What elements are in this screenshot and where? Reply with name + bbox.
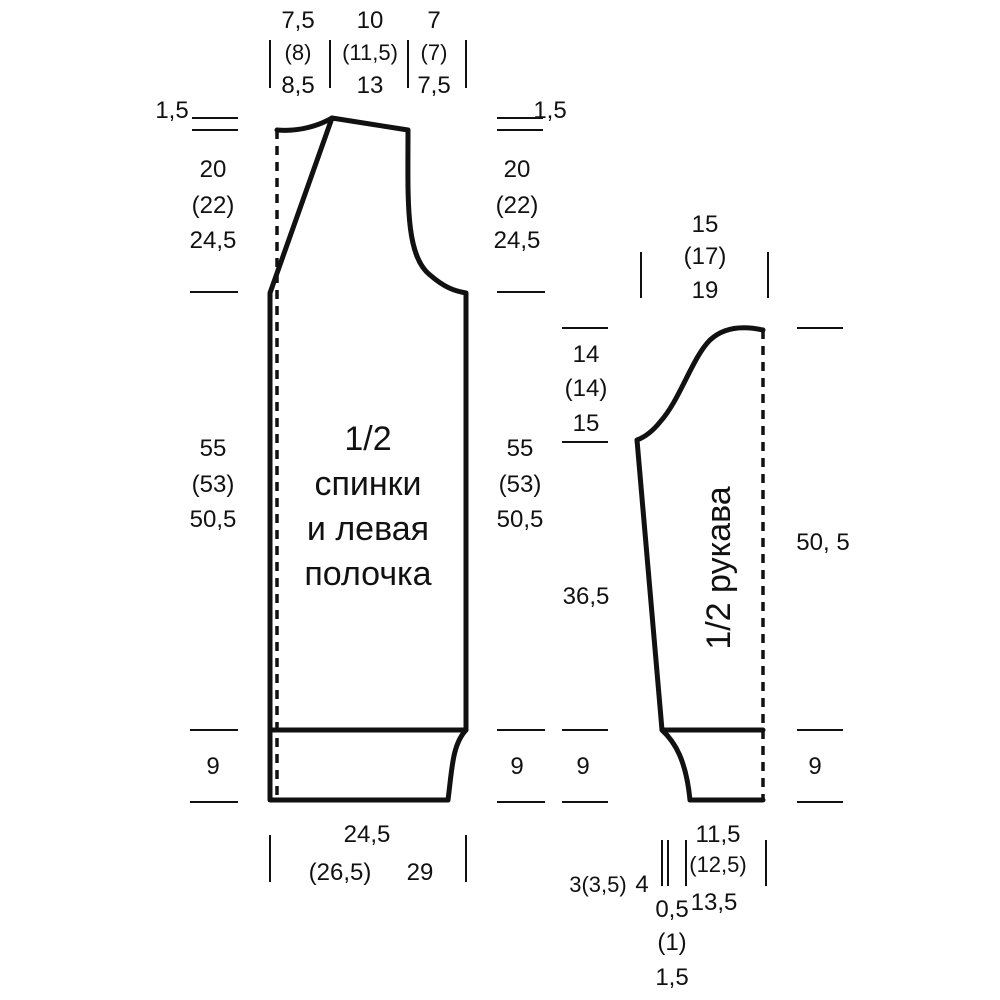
sleeve-bottom-width: 11,5 (12,5) 13,5	[689, 821, 746, 916]
svg-text:7,5: 7,5	[417, 72, 450, 99]
svg-text:0,5: 0,5	[655, 896, 688, 923]
top-width-center: 10 (11,5) 13	[342, 7, 398, 99]
svg-text:(22): (22)	[192, 192, 235, 219]
svg-text:(53): (53)	[192, 471, 235, 498]
sleeve-cap-height: 14 (14) 15	[565, 341, 608, 437]
svg-text:15: 15	[573, 410, 600, 437]
shoulder-drop-left: 1,5	[155, 97, 188, 124]
svg-text:13: 13	[357, 72, 384, 99]
svg-text:(22): (22)	[496, 192, 539, 219]
svg-text:(53): (53)	[499, 471, 542, 498]
svg-text:29: 29	[407, 859, 434, 886]
svg-text:и левая: и левая	[307, 510, 429, 548]
sleeve-rib-right: 9	[808, 753, 821, 780]
svg-text:20: 20	[200, 156, 227, 183]
svg-text:24,5: 24,5	[494, 227, 541, 254]
sleeve-bottom-left: 3(3,5) 4	[569, 871, 648, 898]
svg-text:20: 20	[504, 156, 531, 183]
svg-text:7: 7	[427, 7, 440, 34]
svg-text:1,5: 1,5	[655, 964, 688, 991]
svg-text:24,5: 24,5	[344, 821, 391, 848]
svg-text:(17): (17)	[684, 243, 727, 270]
svg-text:14: 14	[573, 341, 600, 368]
svg-text:50,5: 50,5	[497, 506, 544, 533]
body-outline	[267, 115, 469, 803]
svg-text:спинки: спинки	[314, 465, 421, 503]
svg-text:10: 10	[357, 7, 384, 34]
back-neckline	[274, 115, 335, 133]
top-width-left: 7,5 (8) 8,5	[281, 7, 314, 99]
svg-text:7,5: 7,5	[281, 7, 314, 34]
svg-text:3(3,5): 3(3,5)	[569, 872, 626, 897]
shoulder-drop-right: 1,5	[533, 97, 566, 124]
svg-text:(11,5): (11,5)	[342, 40, 398, 65]
svg-text:8,5: 8,5	[281, 72, 314, 99]
svg-text:24,5: 24,5	[190, 227, 237, 254]
sleeve-side-length: 36,5	[563, 583, 610, 610]
svg-text:1/2: 1/2	[344, 420, 391, 458]
sleeve-top-width: 15 (17) 19	[684, 211, 727, 304]
armhole-right: 20 (22) 24,5	[494, 156, 541, 254]
bottom-width: 24,5 (26,5) 29	[309, 821, 434, 886]
svg-text:(7): (7)	[421, 40, 448, 65]
sleeve-title: 1/2 рукава	[700, 486, 738, 649]
sleeve-bottom-small: 0,5 (1) 1,5	[655, 896, 688, 991]
rib-height-right: 9	[510, 753, 523, 780]
sleeve-rib-left: 9	[576, 753, 589, 780]
svg-text:55: 55	[507, 435, 534, 462]
svg-text:(1): (1)	[657, 929, 686, 956]
armhole-left: 20 (22) 24,5	[190, 156, 237, 254]
svg-text:(14): (14)	[565, 375, 608, 402]
svg-text:(26,5): (26,5)	[309, 859, 372, 886]
length-right: 55 (53) 50,5	[497, 435, 544, 533]
top-width-right: 7 (7) 7,5	[417, 7, 450, 99]
sleeve-outline	[634, 325, 766, 803]
svg-text:11,5: 11,5	[696, 821, 741, 848]
svg-text:13,5: 13,5	[691, 889, 738, 916]
body-title: 1/2 спинки и левая полочка	[304, 420, 431, 593]
svg-text:15: 15	[692, 211, 719, 238]
svg-text:4: 4	[635, 871, 648, 898]
svg-text:(12,5): (12,5)	[689, 852, 746, 877]
svg-text:19: 19	[692, 277, 719, 304]
body-piece: 7,5 (8) 8,5 10 (11,5) 13 7 (7) 7,5 1,5 1…	[155, 7, 566, 886]
svg-text:полочка: полочка	[304, 555, 431, 593]
svg-text:(8): (8)	[285, 40, 312, 65]
rib-height-left: 9	[206, 753, 219, 780]
svg-text:55: 55	[200, 435, 227, 462]
svg-text:50,5: 50,5	[190, 506, 237, 533]
length-left: 55 (53) 50,5	[190, 435, 237, 533]
sleeve-total-length: 50, 5	[796, 529, 849, 556]
sleeve-piece: 15 (17) 19 14 (14) 15 36,5 50, 5 9 9 11,…	[562, 211, 850, 991]
